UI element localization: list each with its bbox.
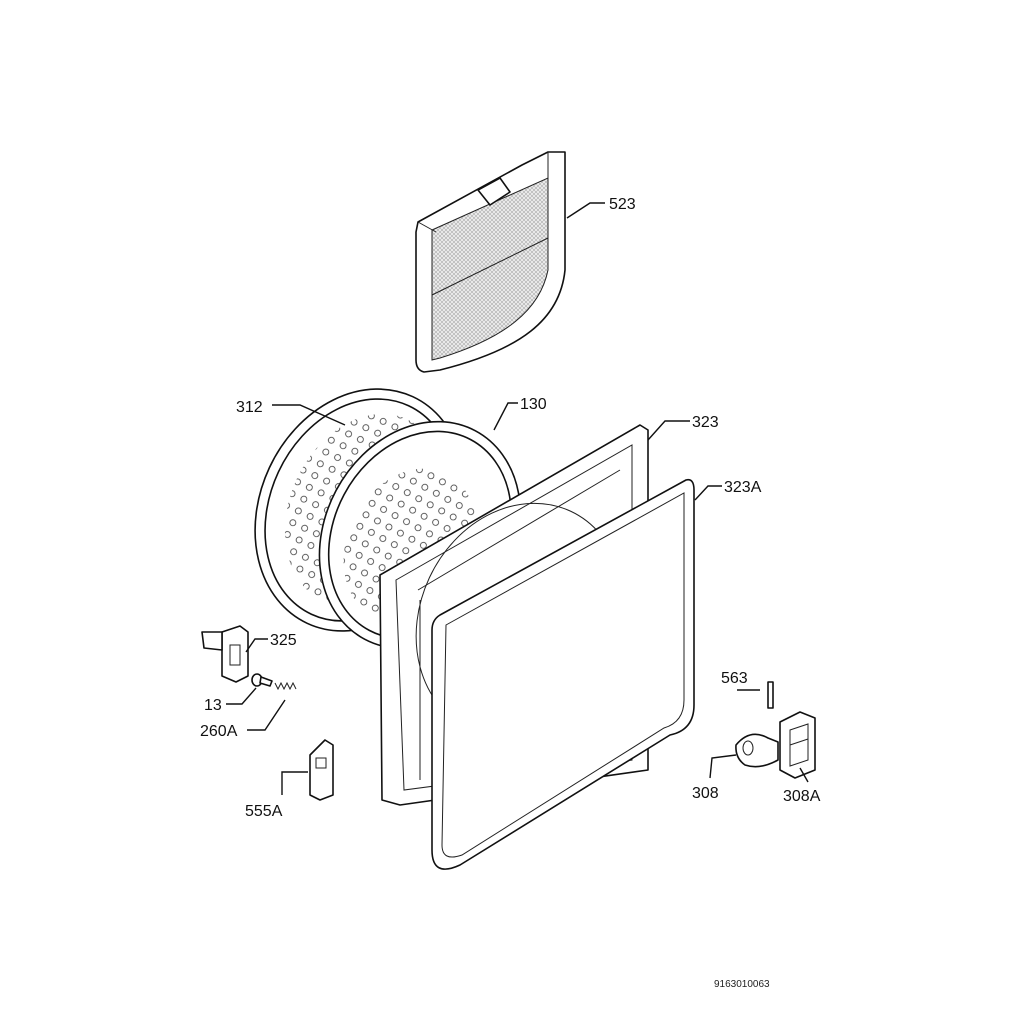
part-308-hinge-part [735,733,779,768]
label-323A: 323A [724,479,762,496]
label-308: 308 [692,785,719,802]
part-323A-outer-door [431,478,695,870]
label-13: 13 [204,697,222,714]
label-555A: 555A [245,803,283,820]
leader-lines [226,202,809,795]
label-323: 323 [692,414,719,431]
part-563-pin [767,681,774,709]
part-325-latch [201,625,249,683]
label-260A: 260A [200,723,238,740]
drawing-code: 9163010063 [714,979,770,990]
label-523: 523 [609,196,636,213]
label-563: 563 [721,670,748,687]
part-13-screw [251,673,273,687]
part-308A-hinge-bracket [779,711,816,779]
label-308A: 308A [783,788,821,805]
part-260A-spring [274,681,297,691]
part-555A-bracket [309,739,334,801]
label-325: 325 [270,632,297,649]
label-312: 312 [236,399,263,416]
part-523-lint-filter [415,151,566,373]
label-130: 130 [520,396,547,413]
